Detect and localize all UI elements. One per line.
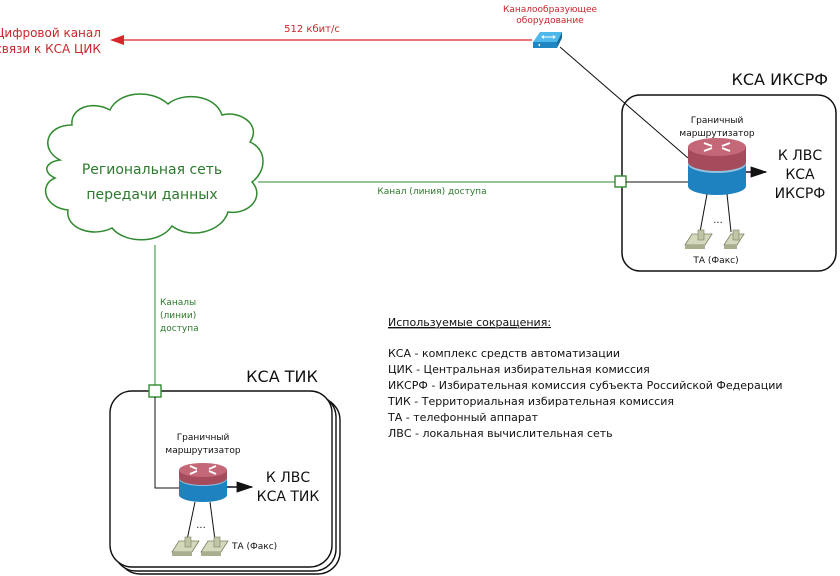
- iksrf-router-label-1: Граничный: [691, 116, 744, 126]
- legend-item: ЦИК - Центральная избирательная комиссия: [388, 363, 650, 376]
- legend-item: ТА - телефонный аппарат: [387, 411, 539, 424]
- phone-icon: [723, 229, 745, 249]
- cik-link-label-2: связи к КСА ЦИК: [0, 42, 101, 56]
- tik-lan-2: КСА ТИК: [257, 489, 320, 505]
- channel-equipment-label-2: оборудование: [516, 16, 584, 26]
- channel-equipment-label-1: Каналообразующее: [503, 5, 598, 15]
- router-icon[interactable]: [688, 138, 746, 195]
- abbreviations-legend: Используемые сокращения: КСА - комплекс …: [387, 316, 783, 440]
- legend-item: ТИК - Территориальная избирательная коми…: [387, 395, 674, 408]
- regional-network-cloud: Региональная сеть передачи данных: [44, 93, 264, 241]
- phone-icon: [684, 229, 713, 249]
- switch-icon: [533, 32, 562, 48]
- link-speed-label: 512 кбит/с: [284, 24, 340, 35]
- iksrf-port[interactable]: [614, 175, 627, 188]
- tik-router-label-1: Граничный: [177, 433, 230, 443]
- arrow-left-icon: [110, 35, 124, 45]
- phone-icon: [200, 536, 229, 556]
- access-link-tik-label-2: (линии): [160, 311, 196, 321]
- iksrf-title: КСА ИКСРФ: [732, 70, 828, 89]
- iksrf-ellipsis: ...: [713, 215, 723, 226]
- tik-title: КСА ТИК: [246, 367, 318, 386]
- tik-lan-1: К ЛВС: [266, 470, 311, 486]
- legend-item: ИКСРФ - Избирательная комиссия субъекта …: [388, 379, 783, 392]
- access-link-label: Канал (линия) доступа: [377, 187, 486, 197]
- iksrf-phones-label: ТА (Факс): [692, 256, 738, 266]
- iksrf-lan-3: ИКСРФ: [775, 186, 826, 202]
- ksa-iksrf: КСА ИКСРФ Граничный маршрутизатор К ЛВС …: [614, 70, 837, 272]
- phone-icon: [171, 536, 200, 556]
- tik-router-label-2: маршрутизатор: [165, 446, 240, 456]
- tik-ellipsis: ...: [196, 520, 206, 531]
- access-link-tik-label-1: Каналы: [160, 298, 196, 308]
- iksrf-lan-1: К ЛВС: [778, 148, 823, 164]
- iksrf-router-label-2: маршрутизатор: [679, 129, 754, 139]
- access-link-tik-label-3: доступа: [160, 324, 199, 334]
- legend-title: Используемые сокращения:: [388, 316, 551, 329]
- router-icon[interactable]: [179, 463, 227, 502]
- legend-item: ЛВС - локальная вычислительная сеть: [388, 427, 613, 440]
- ksa-tik: КСА ТИК Граничный маршрутизатор К ЛВС КС…: [109, 367, 341, 575]
- tik-port[interactable]: [148, 384, 162, 398]
- access-link-tik: Каналы (линии) доступа: [154, 245, 199, 386]
- channel-equipment[interactable]: Каналообразующее оборудование: [503, 5, 598, 48]
- cik-link-label-1: Цифровой канал: [0, 26, 101, 40]
- cik-link: 512 кбит/с Цифровой канал связи к КСА ЦИ…: [0, 24, 532, 56]
- tik-phones-label: ТА (Факс): [231, 542, 277, 552]
- iksrf-lan-2: КСА: [785, 167, 815, 183]
- cloud-label-1: Региональная сеть: [82, 162, 222, 178]
- legend-item: КСА - комплекс средств автоматизации: [388, 347, 620, 360]
- cloud-label-2: передачи данных: [86, 187, 217, 203]
- equipment-to-router-line: [559, 46, 689, 159]
- access-link-iksrf: Канал (линия) доступа: [258, 181, 616, 197]
